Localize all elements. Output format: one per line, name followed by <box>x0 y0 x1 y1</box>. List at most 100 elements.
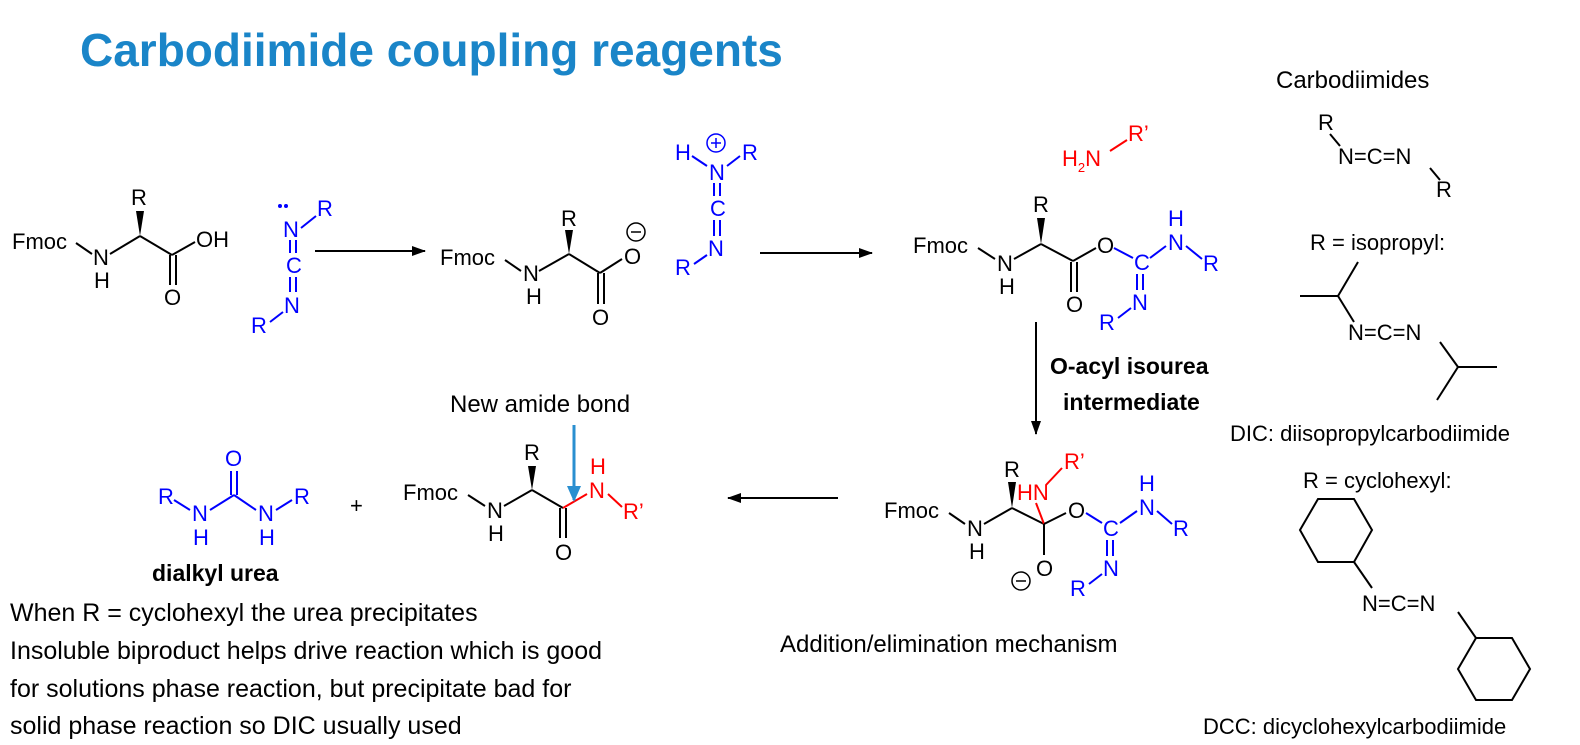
cyclohexyl-label: R = cyclohexyl: <box>1303 468 1452 493</box>
o-atom-label: O <box>1066 292 1083 317</box>
n-atom-label: N <box>523 261 539 286</box>
fmoc-label: Fmoc <box>12 229 67 254</box>
c-atom-label: C <box>286 253 302 278</box>
n-atom-label: N <box>1103 556 1119 581</box>
fmoc-label: Fmoc <box>913 233 968 258</box>
o-acyl-isourea: Fmoc N H R O O C H N R N R <box>913 192 1219 335</box>
o-atom-label: O <box>1068 498 1085 523</box>
fmoc-label: Fmoc <box>403 480 458 505</box>
r-group-label: R <box>317 196 333 221</box>
r-prime-label: R’ <box>623 499 644 524</box>
n-atom-label: N <box>708 236 724 261</box>
dcc-formula: N=C=N <box>1362 591 1435 616</box>
o-atom-label: O <box>164 285 181 310</box>
o-acyl-caption-line1: O-acyl isourea <box>1050 353 1209 379</box>
dic-formula: N=C=N <box>1348 320 1421 345</box>
h-atom-label: H <box>1168 206 1184 231</box>
r-group-label: R <box>1318 110 1334 135</box>
carbodiimide-reagent: N R C N R <box>251 196 333 338</box>
amide-product: Fmoc N H R O H N R’ <box>403 440 644 565</box>
c-atom-label: C <box>1134 250 1150 275</box>
r-group-label: R <box>742 140 758 165</box>
dialkyl-urea-caption: dialkyl urea <box>152 560 279 586</box>
n-atom-label: N <box>1139 495 1155 520</box>
fmoc-label: Fmoc <box>884 498 939 523</box>
n-atom-label: N <box>93 245 109 270</box>
r-group-label: R <box>294 484 310 509</box>
n-atom-label: N <box>258 501 274 526</box>
fmoc-label: Fmoc <box>440 245 495 270</box>
h-atom-label: H <box>969 539 985 564</box>
isopropyl-label: R = isopropyl: <box>1310 230 1445 255</box>
negative-charge-icon <box>626 222 646 242</box>
negative-charge-icon <box>1011 571 1031 591</box>
r-group-label: R <box>1033 192 1049 217</box>
c-atom-label: C <box>1103 516 1119 541</box>
r-group-label: R <box>131 185 147 210</box>
addition-elimination-caption: Addition/elimination mechanism <box>780 631 1118 658</box>
o-atom-label: O <box>624 244 641 269</box>
protonated-carbodiimide: H N R C N R <box>675 133 758 280</box>
page-title: Carbodiimide coupling reagents <box>80 24 783 76</box>
note-line-3: for solutions phase reaction, but precip… <box>10 675 571 703</box>
n-atom-label: N <box>1168 230 1184 255</box>
carbodiimides-sidebar: Carbodiimides R N=C=N R R = isopropyl: N… <box>1203 67 1532 739</box>
r-group-label: R <box>524 440 540 465</box>
r-group-label: R <box>1203 251 1219 276</box>
o-atom-label: O <box>1097 233 1114 258</box>
amine-nucleophile: H2N R’ <box>1062 121 1149 175</box>
n-atom-label: N <box>1132 290 1148 315</box>
r-group-label: R <box>561 206 577 231</box>
r-prime-label: R’ <box>1064 449 1085 474</box>
r-prime-label: R’ <box>1128 121 1149 146</box>
h-atom-label: H <box>999 274 1015 299</box>
n-atom-label: N <box>709 160 725 185</box>
dcc-name: DCC: dicyclohexylcarbodiimide <box>1203 714 1506 739</box>
note-line-2: Insoluble biproduct helps drive reaction… <box>10 637 602 665</box>
fmoc-amino-acid: Fmoc N H R OH O <box>12 185 229 310</box>
n-atom-label: N <box>589 478 605 503</box>
r-group-label: R <box>1004 457 1020 482</box>
h-atom-label: H <box>675 140 691 165</box>
fmoc-carboxylate: Fmoc N H R O O <box>440 206 646 330</box>
n-atom-label: N <box>284 293 300 318</box>
plus-sign: + <box>350 493 363 518</box>
dic-name: DIC: diisopropylcarbodiimide <box>1230 421 1510 446</box>
r-group-label: R <box>1070 576 1086 601</box>
amine-formula: H2N <box>1062 146 1101 175</box>
o-atom-label: O <box>1036 556 1053 581</box>
o-acyl-caption-line2: intermediate <box>1063 389 1200 415</box>
n-atom-label: N <box>967 516 983 541</box>
o-atom-label: O <box>225 446 242 471</box>
note-line-1: When R = cyclohexyl the urea precipitate… <box>10 599 478 627</box>
note-line-4: solid phase reaction so DIC usually used <box>10 712 462 740</box>
generic-formula: N=C=N <box>1338 144 1411 169</box>
h-atom-label: H <box>193 525 209 550</box>
r-group-label: R <box>675 255 691 280</box>
dialkyl-urea: O R N H N H R <box>158 446 310 550</box>
hn-label: HN <box>1017 480 1049 505</box>
o-atom-label: O <box>592 305 609 330</box>
h-atom-label: H <box>526 284 542 309</box>
c-atom-label: C <box>710 196 726 221</box>
oh-label: OH <box>196 227 229 252</box>
r-group-label: R <box>251 313 267 338</box>
h-atom-label: H <box>94 268 110 293</box>
h-atom-label: H <box>590 454 606 479</box>
n-atom-label: N <box>487 498 503 523</box>
new-amide-bond-label: New amide bond <box>450 391 630 418</box>
n-atom-label: N <box>283 217 299 242</box>
h-atom-label: H <box>488 521 504 546</box>
r-group-label: R <box>1436 177 1452 202</box>
n-atom-label: N <box>192 501 208 526</box>
n-atom-label: N <box>997 251 1013 276</box>
r-group-label: R <box>158 484 174 509</box>
notes-block: When R = cyclohexyl the urea precipitate… <box>10 599 602 740</box>
sidebar-heading: Carbodiimides <box>1276 67 1429 94</box>
tetrahedral-intermediate: Fmoc N H R HN R’ O O C H N R N R <box>884 449 1189 601</box>
h-atom-label: H <box>259 525 275 550</box>
h-atom-label: H <box>1139 471 1155 496</box>
o-atom-label: O <box>555 540 572 565</box>
r-group-label: R <box>1099 310 1115 335</box>
